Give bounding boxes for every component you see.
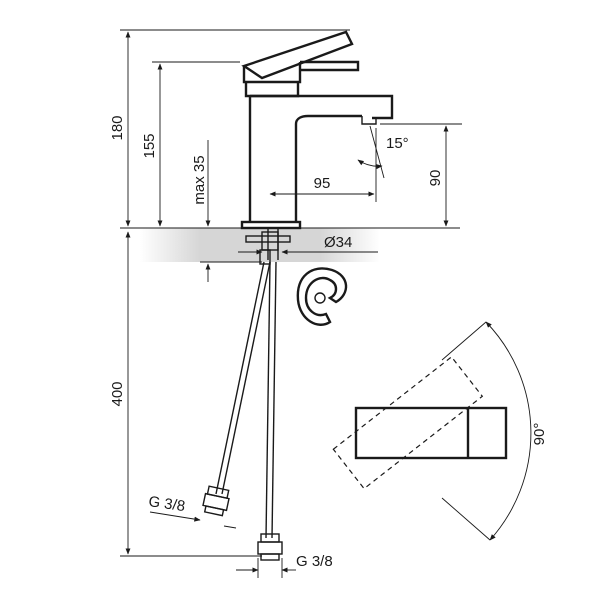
dimension-hose-thread-left: G 3/8 — [147, 493, 237, 529]
lever-rotation-view — [332, 321, 532, 541]
label-total-height: 180 — [109, 115, 126, 140]
dimension-total-height: 180 — [109, 29, 350, 227]
label-lever-rotation: 90° — [531, 423, 548, 446]
dimension-hole-diameter: Ø34 — [238, 234, 378, 255]
dimension-spout-height: 155 — [141, 61, 240, 227]
dimension-outlet-height: 90 — [380, 123, 462, 227]
flexible-hoses — [202, 261, 283, 561]
dimension-hose-length: 400 — [109, 231, 262, 557]
label-hose-length: 400 — [109, 381, 126, 406]
label-outlet-height: 90 — [427, 170, 444, 187]
dimension-outlet-angle: 15° — [357, 125, 409, 179]
label-hose-thread-right: G 3/8 — [296, 553, 333, 570]
dimension-max-thickness: max 35 — [191, 140, 262, 282]
label-spout-reach: 95 — [314, 175, 331, 192]
faucet-body — [240, 30, 394, 230]
dimension-spout-reach: 95 — [269, 128, 377, 202]
label-hose-thread-left: G 3/8 — [147, 493, 186, 515]
label-spout-height: 155 — [141, 133, 158, 158]
horseshoe-washer — [296, 267, 348, 326]
label-max-thickness: max 35 — [191, 155, 208, 204]
mounting-assembly — [245, 228, 291, 265]
label-hole-diameter: Ø34 — [324, 234, 352, 251]
dimension-hose-thread-right: G 3/8 — [236, 553, 333, 578]
label-outlet-angle: 15° — [386, 135, 409, 152]
